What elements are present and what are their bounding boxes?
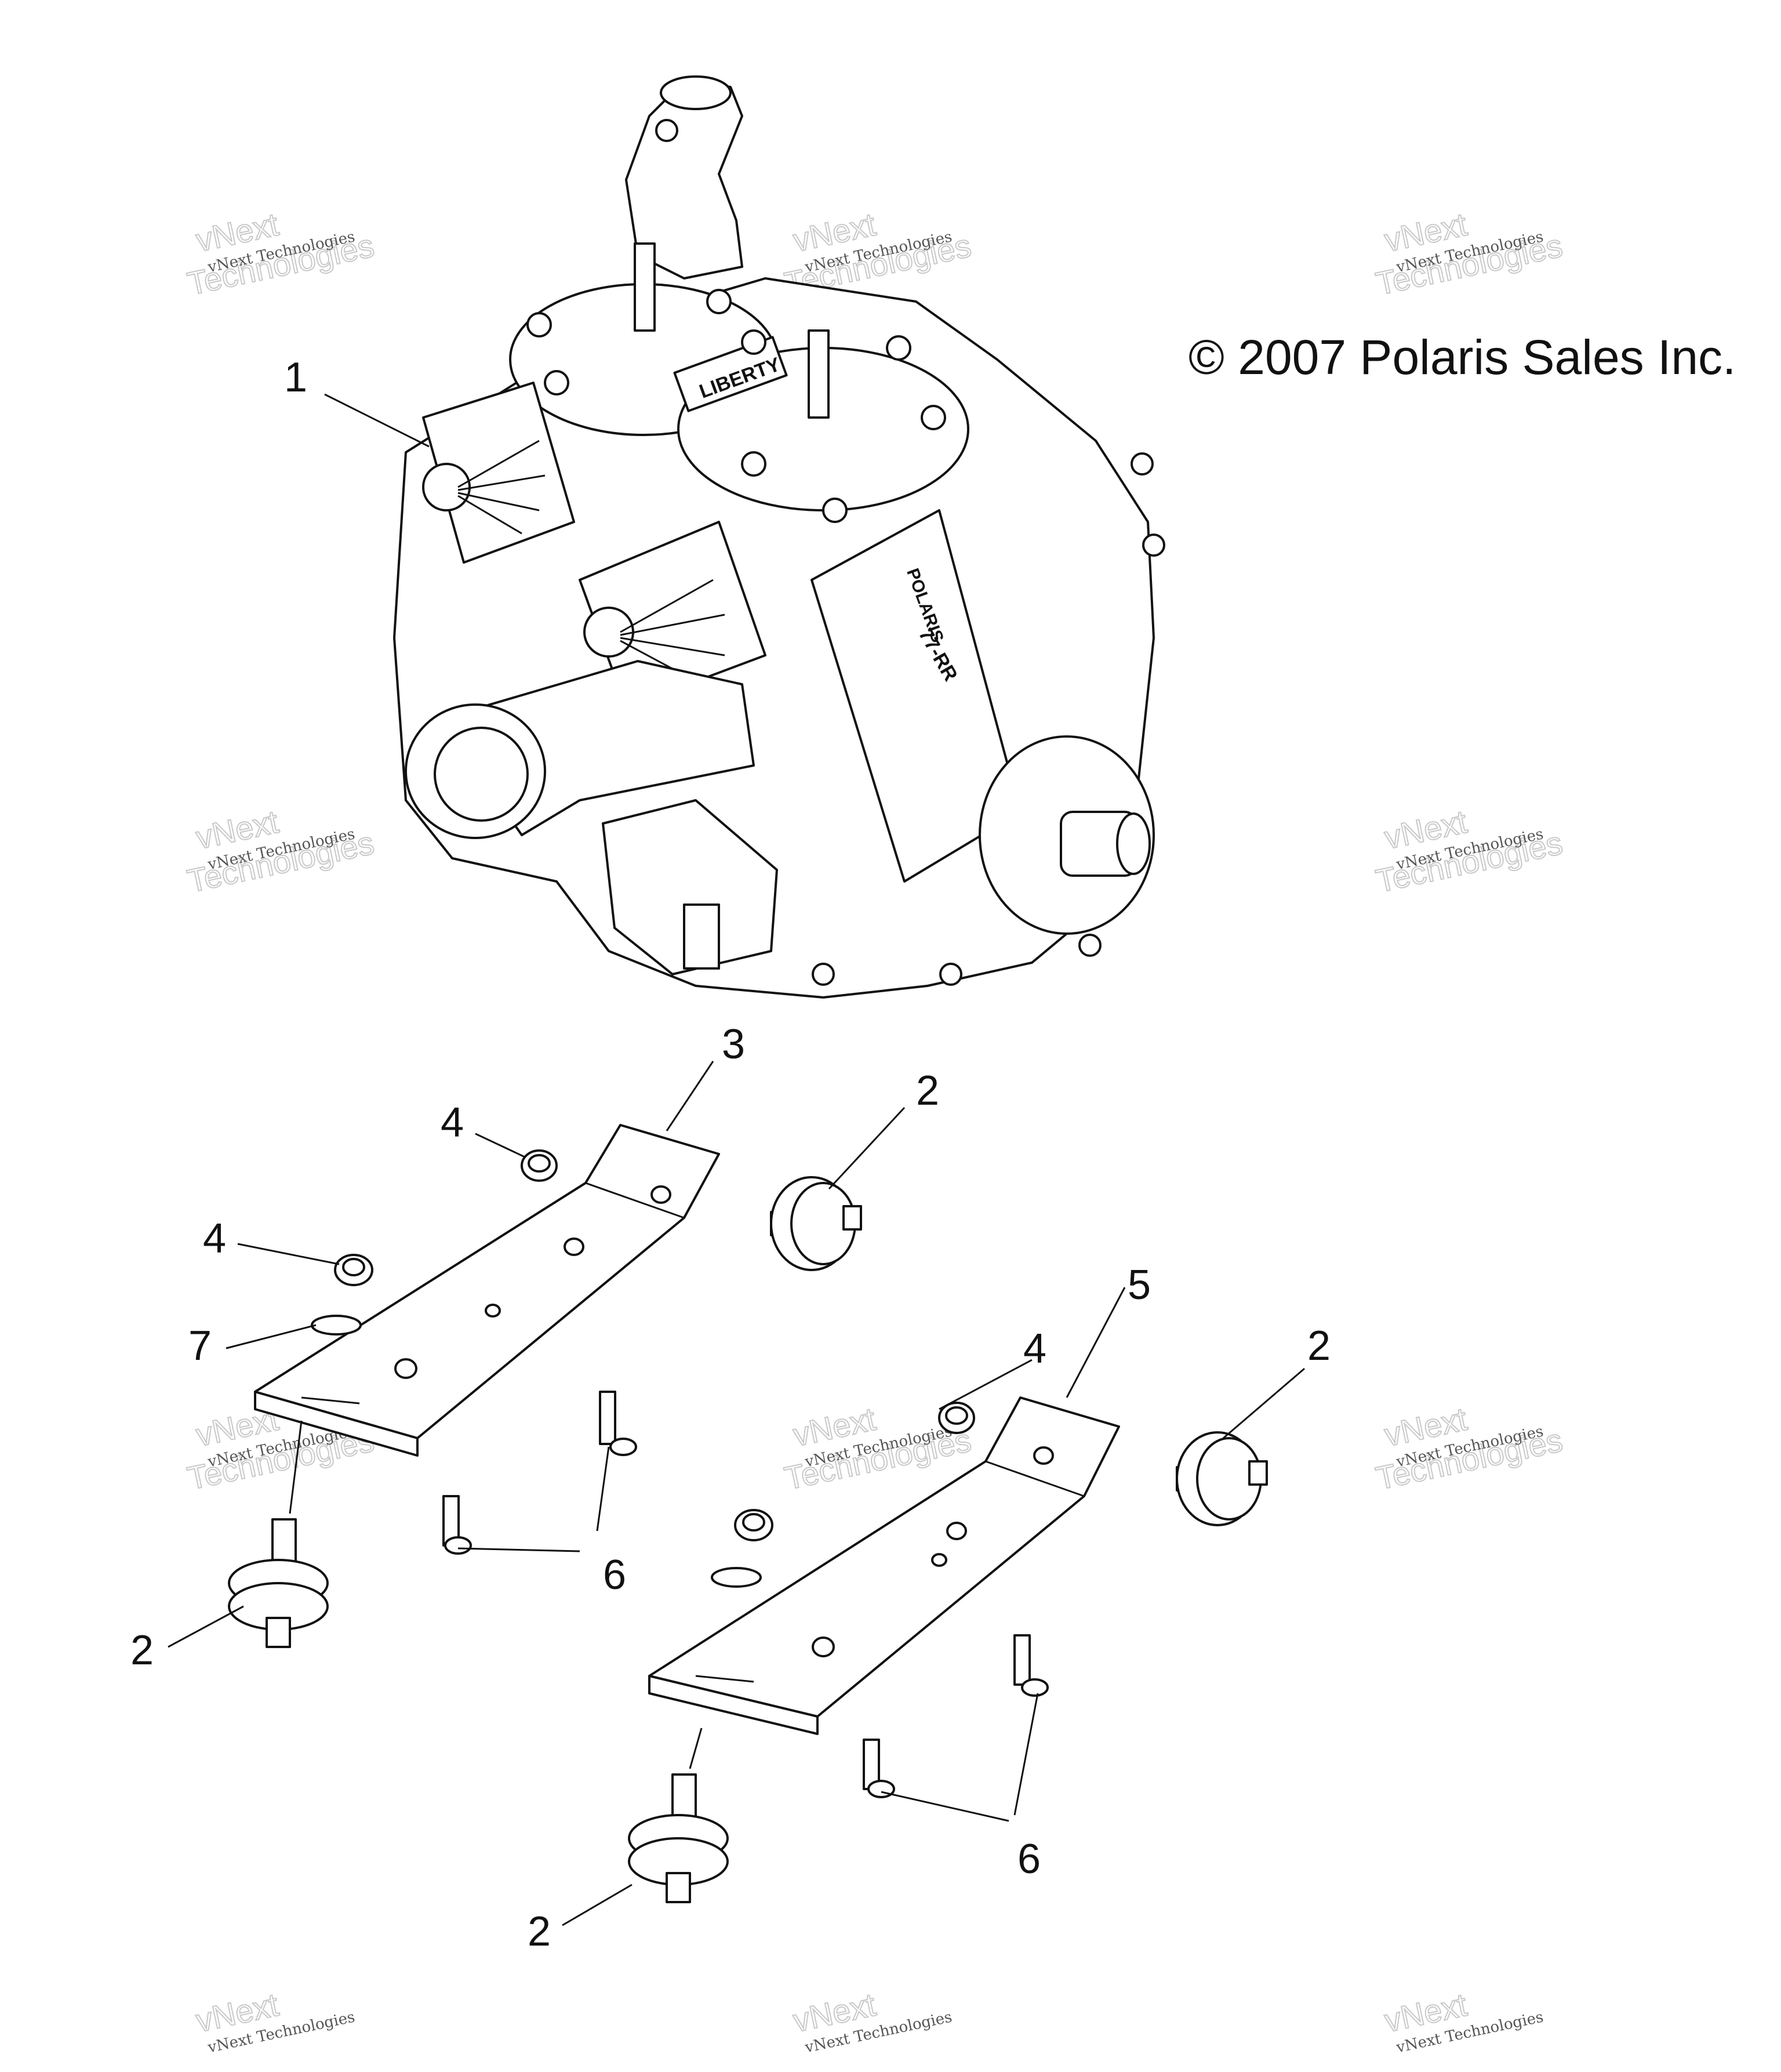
watermark-mid-left: vNext Technologies vNext Technologies — [184, 803, 378, 900]
bracket-lip-right — [648, 1675, 819, 1735]
callout-2-lower-right: 2 — [528, 1908, 551, 1955]
reed-valve-right — [579, 521, 766, 709]
callout-5: 5 — [1128, 1262, 1151, 1308]
bracket-lip-left — [254, 1391, 419, 1457]
spark-plug-right — [808, 329, 830, 419]
case-bolt — [1078, 934, 1102, 957]
callout-4-left: 4 — [203, 1215, 226, 1262]
watermark-low-center: vNext Technologies vNext Technologies — [781, 1400, 975, 1497]
outlet-bolt — [655, 119, 678, 142]
bracket-hole — [1033, 1446, 1054, 1465]
bracket-left — [254, 1124, 720, 1457]
reed-hub-right — [583, 607, 634, 658]
bolt-3 — [1013, 1634, 1049, 1697]
head-bolt — [921, 405, 946, 430]
head-bolt — [886, 335, 911, 361]
case-bolt — [939, 963, 962, 986]
watermark-top-right: vNext Technologies vNext Technologies — [1372, 205, 1566, 303]
bracket-slot — [695, 1675, 754, 1683]
bracket-right — [648, 1396, 1120, 1735]
head-bolt — [526, 312, 552, 338]
washer-right — [711, 1567, 762, 1588]
watermark-bottom-right: vNext vNext Technologies — [1381, 1986, 1545, 2057]
bracket-fold-right — [985, 1460, 1085, 1497]
head-bolt — [544, 370, 569, 395]
head-bolt — [741, 451, 766, 477]
reed-fins-left — [457, 440, 546, 535]
watermark-bottom-center: vNext vNext Technologies — [790, 1986, 954, 2057]
copyright-notice: © 2007 Polaris Sales Inc. — [1188, 330, 1736, 384]
bracket-slot — [301, 1396, 360, 1405]
outlet-neck — [660, 75, 732, 110]
callout-1: 1 — [284, 354, 307, 401]
bracket-fold-left — [585, 1182, 685, 1219]
bracket-hole — [485, 1304, 501, 1318]
callout-4-upper: 4 — [441, 1099, 464, 1146]
engine-mount-upper-left — [770, 1176, 862, 1271]
nut-upper — [521, 1149, 558, 1182]
bracket-hole — [946, 1522, 967, 1540]
callout-2-upper-left: 2 — [916, 1068, 939, 1114]
watermark-low-right: vNext Technologies vNext Technologies — [1372, 1400, 1566, 1497]
washer-left — [311, 1315, 362, 1336]
engine-mount-upper-right — [1176, 1431, 1268, 1526]
head-bolt — [706, 289, 732, 314]
callout-6-right: 6 — [1017, 1836, 1041, 1882]
callout-7: 7 — [188, 1323, 212, 1369]
bracket-hole — [931, 1553, 947, 1567]
bracket-hole — [812, 1636, 835, 1657]
water-pump-outlet — [683, 903, 720, 970]
engine-assembly: LIBERTY POLARIS 77-RR — [393, 75, 1165, 999]
reed-hub-left — [422, 463, 471, 511]
callout-2-lower-left: 2 — [130, 1627, 154, 1674]
case-bolt — [1131, 452, 1154, 476]
case-bolt — [1142, 534, 1165, 557]
output-shaft-end — [1116, 812, 1151, 875]
bracket-hole — [394, 1358, 417, 1379]
case-bolt — [812, 963, 835, 986]
reed-fins-right — [620, 579, 725, 685]
callout-4-right: 4 — [1023, 1326, 1046, 1372]
water-pump-housing — [602, 799, 778, 975]
engine-mount-lower-left — [228, 1518, 329, 1648]
reed-valve-left — [422, 382, 575, 564]
bolt-4 — [863, 1739, 895, 1798]
callout-6-left: 6 — [603, 1552, 626, 1598]
spark-plug-left — [634, 242, 656, 332]
watermark-mid-right: vNext Technologies vNext Technologies — [1372, 803, 1566, 900]
head-bolt — [741, 329, 766, 355]
watermark-top-left: vNext Technologies vNext Technologies — [184, 205, 378, 303]
engine-mount-lower-right — [628, 1773, 729, 1903]
nut-right — [938, 1402, 975, 1434]
head-bolt — [822, 498, 848, 523]
bolt-2 — [442, 1495, 472, 1555]
bracket-hole — [650, 1185, 671, 1204]
callout-2-upper-right: 2 — [1307, 1323, 1331, 1369]
callout-3: 3 — [722, 1021, 745, 1068]
bracket-hole — [564, 1238, 584, 1256]
bracket-plate-left — [254, 1124, 720, 1439]
nut-left — [334, 1254, 373, 1286]
nut-right-lower — [734, 1509, 773, 1541]
watermark-bottom-left: vNext vNext Technologies — [192, 1986, 357, 2057]
head-badge — [673, 336, 788, 412]
leader-lines — [168, 393, 1305, 1926]
exhaust-flange-inner — [434, 727, 529, 822]
bolt-1 — [599, 1391, 637, 1456]
